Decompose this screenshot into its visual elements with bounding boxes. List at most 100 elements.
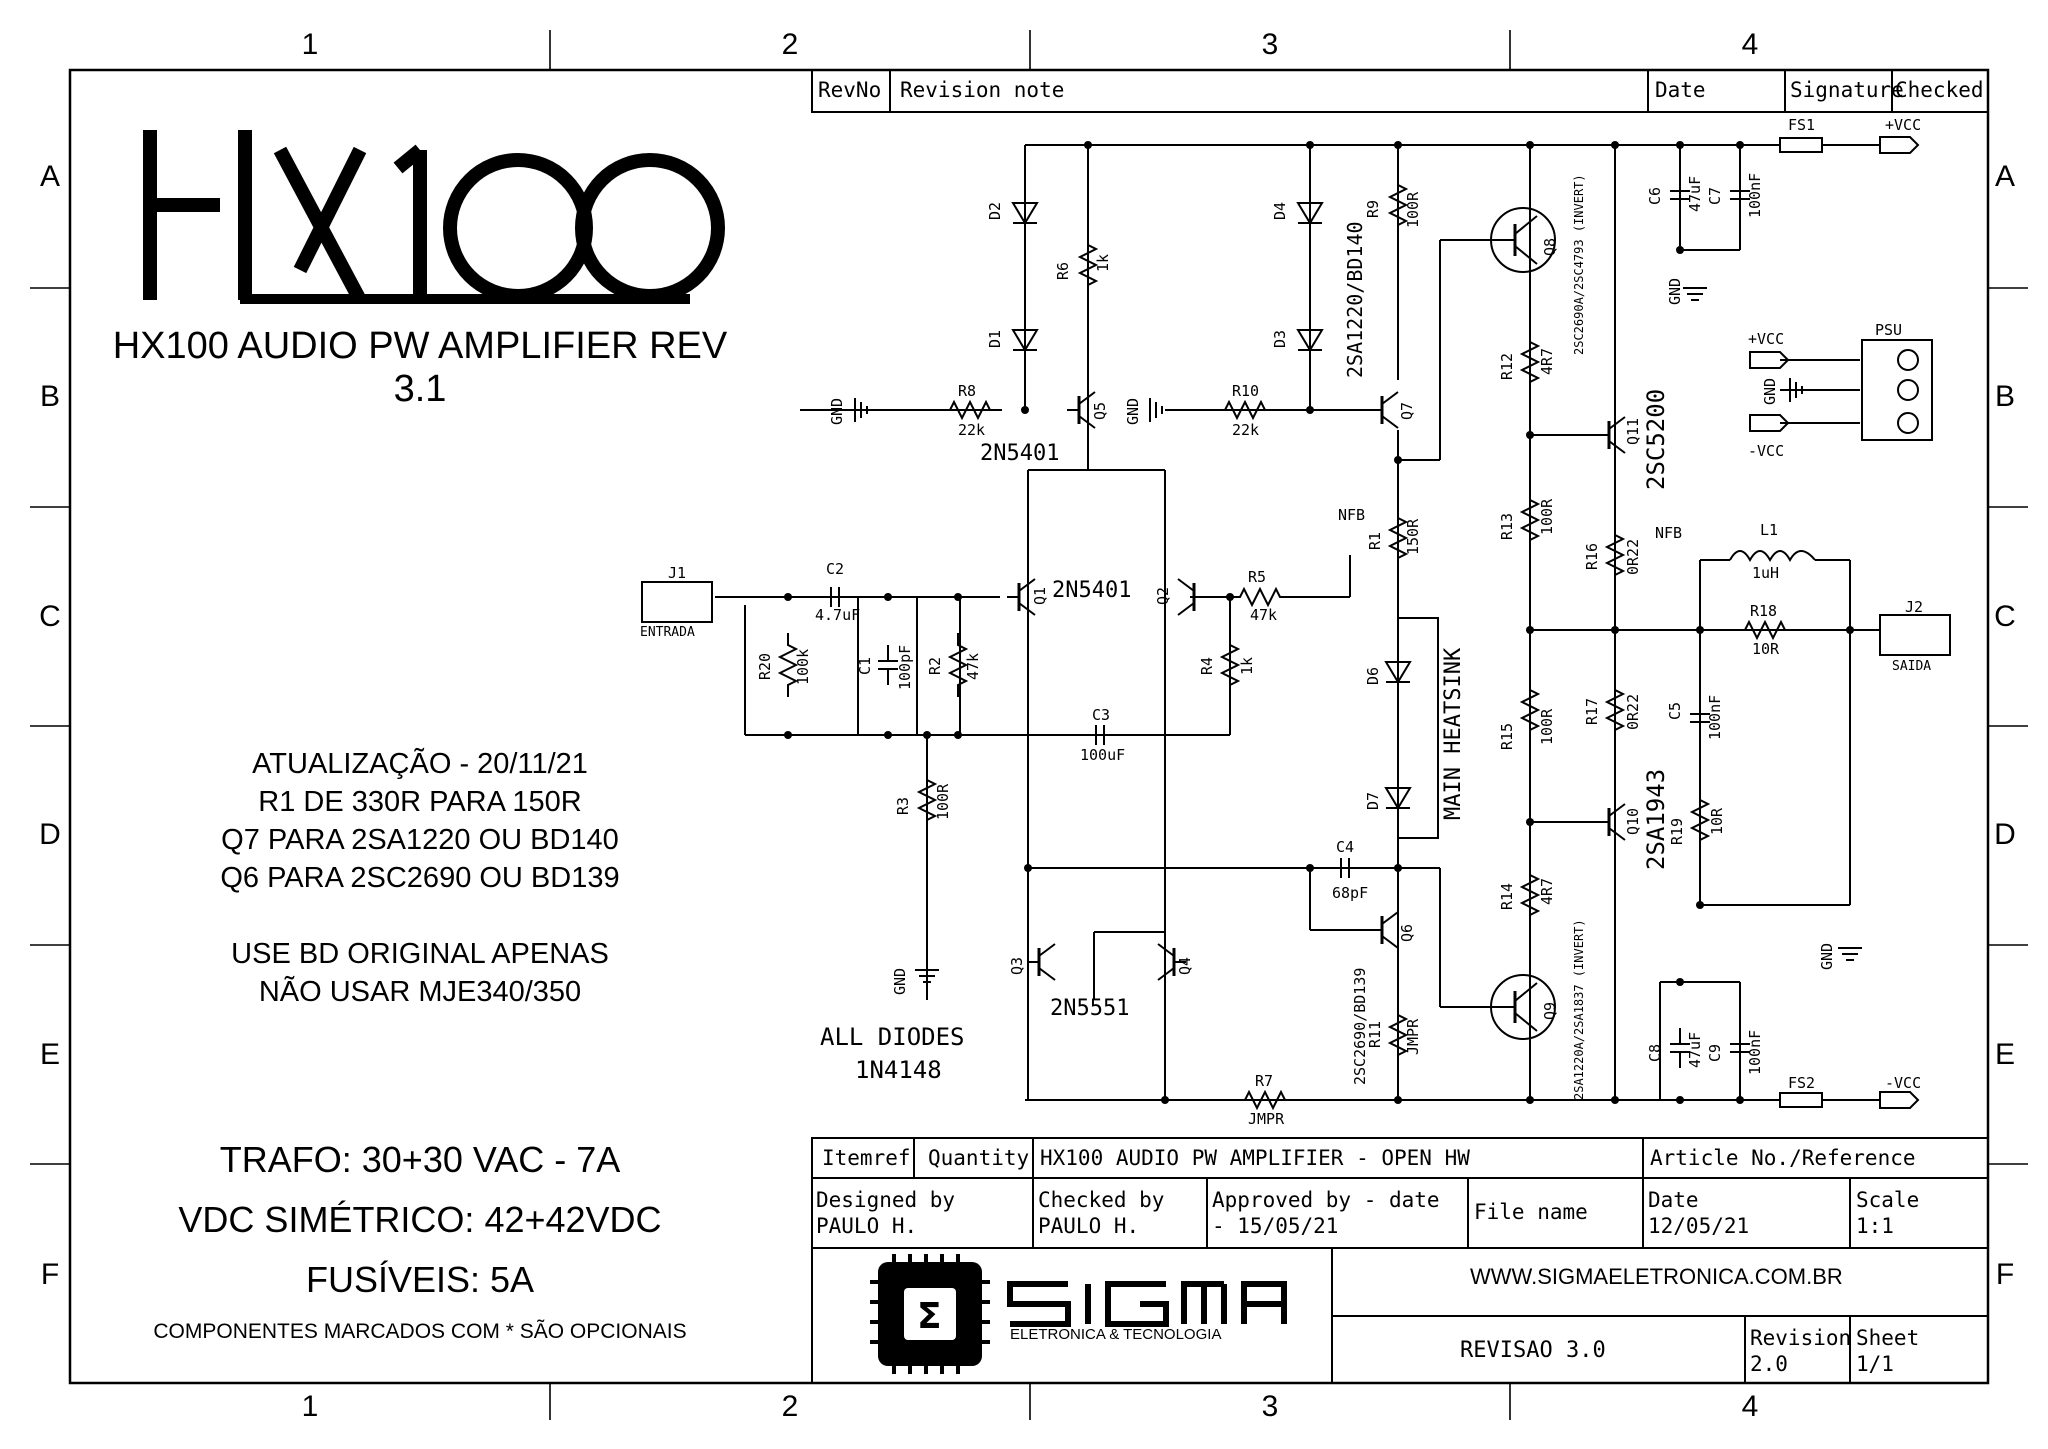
label-C8: C8	[1646, 1044, 1664, 1062]
label-R17: R17	[1583, 698, 1601, 725]
value-C7: 100nF	[1746, 173, 1764, 218]
tb-date-label: Date	[1648, 1188, 1699, 1212]
value-R18: 10R	[1752, 640, 1780, 658]
tb-file-name-label: File name	[1474, 1200, 1588, 1224]
label-R15: R15	[1498, 723, 1516, 750]
zone-row-E-left: E	[39, 1038, 60, 1071]
value-R9: 100R	[1404, 191, 1422, 228]
value-R13: 100R	[1538, 498, 1556, 535]
net-gnd-psu: GND	[1761, 378, 1779, 405]
label-Q9: Q9	[1541, 1002, 1559, 1020]
value-R16: 0R22	[1624, 539, 1642, 575]
heatsink-label: MAIN HEATSINK	[1441, 647, 1466, 820]
net-psu-vcc-neg: -VCC	[1748, 442, 1784, 460]
part-Q6: 2SC2690/BD139	[1351, 968, 1369, 1085]
label-R11: R11	[1366, 1021, 1384, 1048]
label-C7: C7	[1706, 187, 1724, 205]
label-D4: D4	[1271, 202, 1289, 220]
value-R17: 0R22	[1624, 694, 1642, 730]
label-Q8: Q8	[1541, 238, 1559, 256]
label-Q1: Q1	[1031, 587, 1049, 605]
label-C4: C4	[1336, 838, 1354, 856]
label-R18: R18	[1750, 602, 1777, 620]
label-R8: R8	[958, 382, 976, 400]
value-R19: 10R	[1708, 807, 1726, 835]
jack-J1: ENTRADA	[640, 625, 695, 640]
label-Q2: Q2	[1154, 587, 1172, 605]
label-C9: C9	[1706, 1044, 1724, 1062]
net-gnd-r10: GND	[1124, 398, 1142, 425]
value-R8: 22k	[958, 421, 985, 439]
jack-J2: SAIDA	[1892, 659, 1931, 674]
tb-itemref: Itemref	[822, 1146, 911, 1170]
value-R6: 1k	[1094, 254, 1112, 272]
diodes-note-line-1: ALL DIODES	[820, 1023, 965, 1051]
tb-revision-text: REVISAO 3.0	[1460, 1338, 1606, 1363]
label-J1: J1	[668, 564, 686, 582]
tb-date-value: 12/05/21	[1648, 1214, 1750, 1238]
company-tagline: ELETRONICA & TECNOLOGIA	[1010, 1326, 1222, 1343]
net-gnd-r8: GND	[828, 398, 846, 425]
note-line: USE BD ORIGINAL APENAS	[231, 938, 609, 970]
zone-row-F-right: F	[1995, 1258, 2015, 1291]
part-Q11: 2SC5200	[1642, 389, 1670, 490]
net-vcc-neg: -VCC	[1885, 1074, 1921, 1092]
label-C5: C5	[1666, 702, 1684, 720]
tb-sheet-label: Sheet	[1856, 1326, 1920, 1350]
tb-approved-value: - 15/05/21	[1212, 1214, 1339, 1238]
part-Q5: 2N5401	[980, 441, 1059, 466]
zone-row-A-right: A	[1994, 160, 2015, 193]
label-Q10: Q10	[1624, 808, 1642, 835]
label-R14: R14	[1498, 883, 1516, 910]
tb-scale-label: Scale	[1856, 1188, 1920, 1212]
part-Q10: 2SA1943	[1642, 769, 1670, 870]
value-C3: 100uF	[1080, 746, 1125, 764]
rev-header-revno: RevNo	[818, 78, 882, 102]
tb-designed-value: PAULO H.	[816, 1214, 918, 1238]
label-D7: D7	[1364, 792, 1382, 810]
net-nfb-left: NFB	[1338, 506, 1365, 524]
label-FS2: FS2	[1788, 1074, 1815, 1092]
value-R10: 22k	[1232, 421, 1259, 439]
label-D6: D6	[1364, 667, 1382, 685]
note-line: Q7 PARA 2SA1220 OU BD140	[221, 824, 619, 856]
svg-text:Σ: Σ	[917, 1296, 942, 1337]
update-notes: ATUALIZAÇÃO - 20/11/21 R1 DE 330R PARA 1…	[160, 745, 680, 1011]
tb-title: HX100 AUDIO PW AMPLIFIER - OPEN HW	[1040, 1146, 1470, 1170]
zone-row-D-left: D	[39, 818, 61, 851]
tb-quantity: Quantity	[928, 1146, 1030, 1170]
label-Q4: Q4	[1176, 957, 1194, 975]
net-psu-vcc-pos: +VCC	[1748, 330, 1784, 348]
value-C4: 68pF	[1332, 884, 1368, 902]
project-subtitle: HX100 AUDIO PW AMPLIFIER REV 3.1	[112, 325, 728, 410]
label-Q3: Q3	[1008, 957, 1026, 975]
zone-row-B-left: B	[39, 380, 60, 413]
note-line: ATUALIZAÇÃO - 20/11/21	[252, 748, 588, 780]
label-R19: R19	[1668, 818, 1686, 845]
label-R6: R6	[1054, 262, 1072, 280]
label-Q6: Q6	[1398, 924, 1416, 942]
value-C8: 47uF	[1686, 1032, 1704, 1068]
rev-header-checked: Checked	[1895, 78, 1984, 102]
tb-designed-label: Designed by	[816, 1188, 956, 1212]
net-gnd-supply: GND	[1666, 278, 1684, 305]
zone-col-4-bottom: 4	[1741, 1390, 1759, 1423]
hx100-logo	[143, 130, 725, 304]
tb-checked-value: PAULO H.	[1038, 1214, 1140, 1238]
zone-row-C-left: C	[39, 600, 61, 633]
label-L1: L1	[1760, 521, 1778, 539]
value-C9: 100nF	[1746, 1030, 1764, 1075]
value-L1: 1uH	[1752, 564, 1779, 582]
net-nfb-right: NFB	[1655, 524, 1682, 542]
power-specs: TRAFO: 30+30 VAC - 7A VDC SIMÉTRICO: 42+…	[120, 1130, 720, 1310]
label-Q11: Q11	[1624, 418, 1642, 445]
value-R15: 100R	[1538, 708, 1556, 745]
label-R5: R5	[1248, 568, 1266, 586]
spec-line: TRAFO: 30+30 VAC - 7A	[219, 1139, 621, 1180]
value-C5: 100nF	[1706, 695, 1724, 740]
tb-scale-value: 1:1	[1856, 1214, 1894, 1238]
label-J2: J2	[1905, 598, 1923, 616]
